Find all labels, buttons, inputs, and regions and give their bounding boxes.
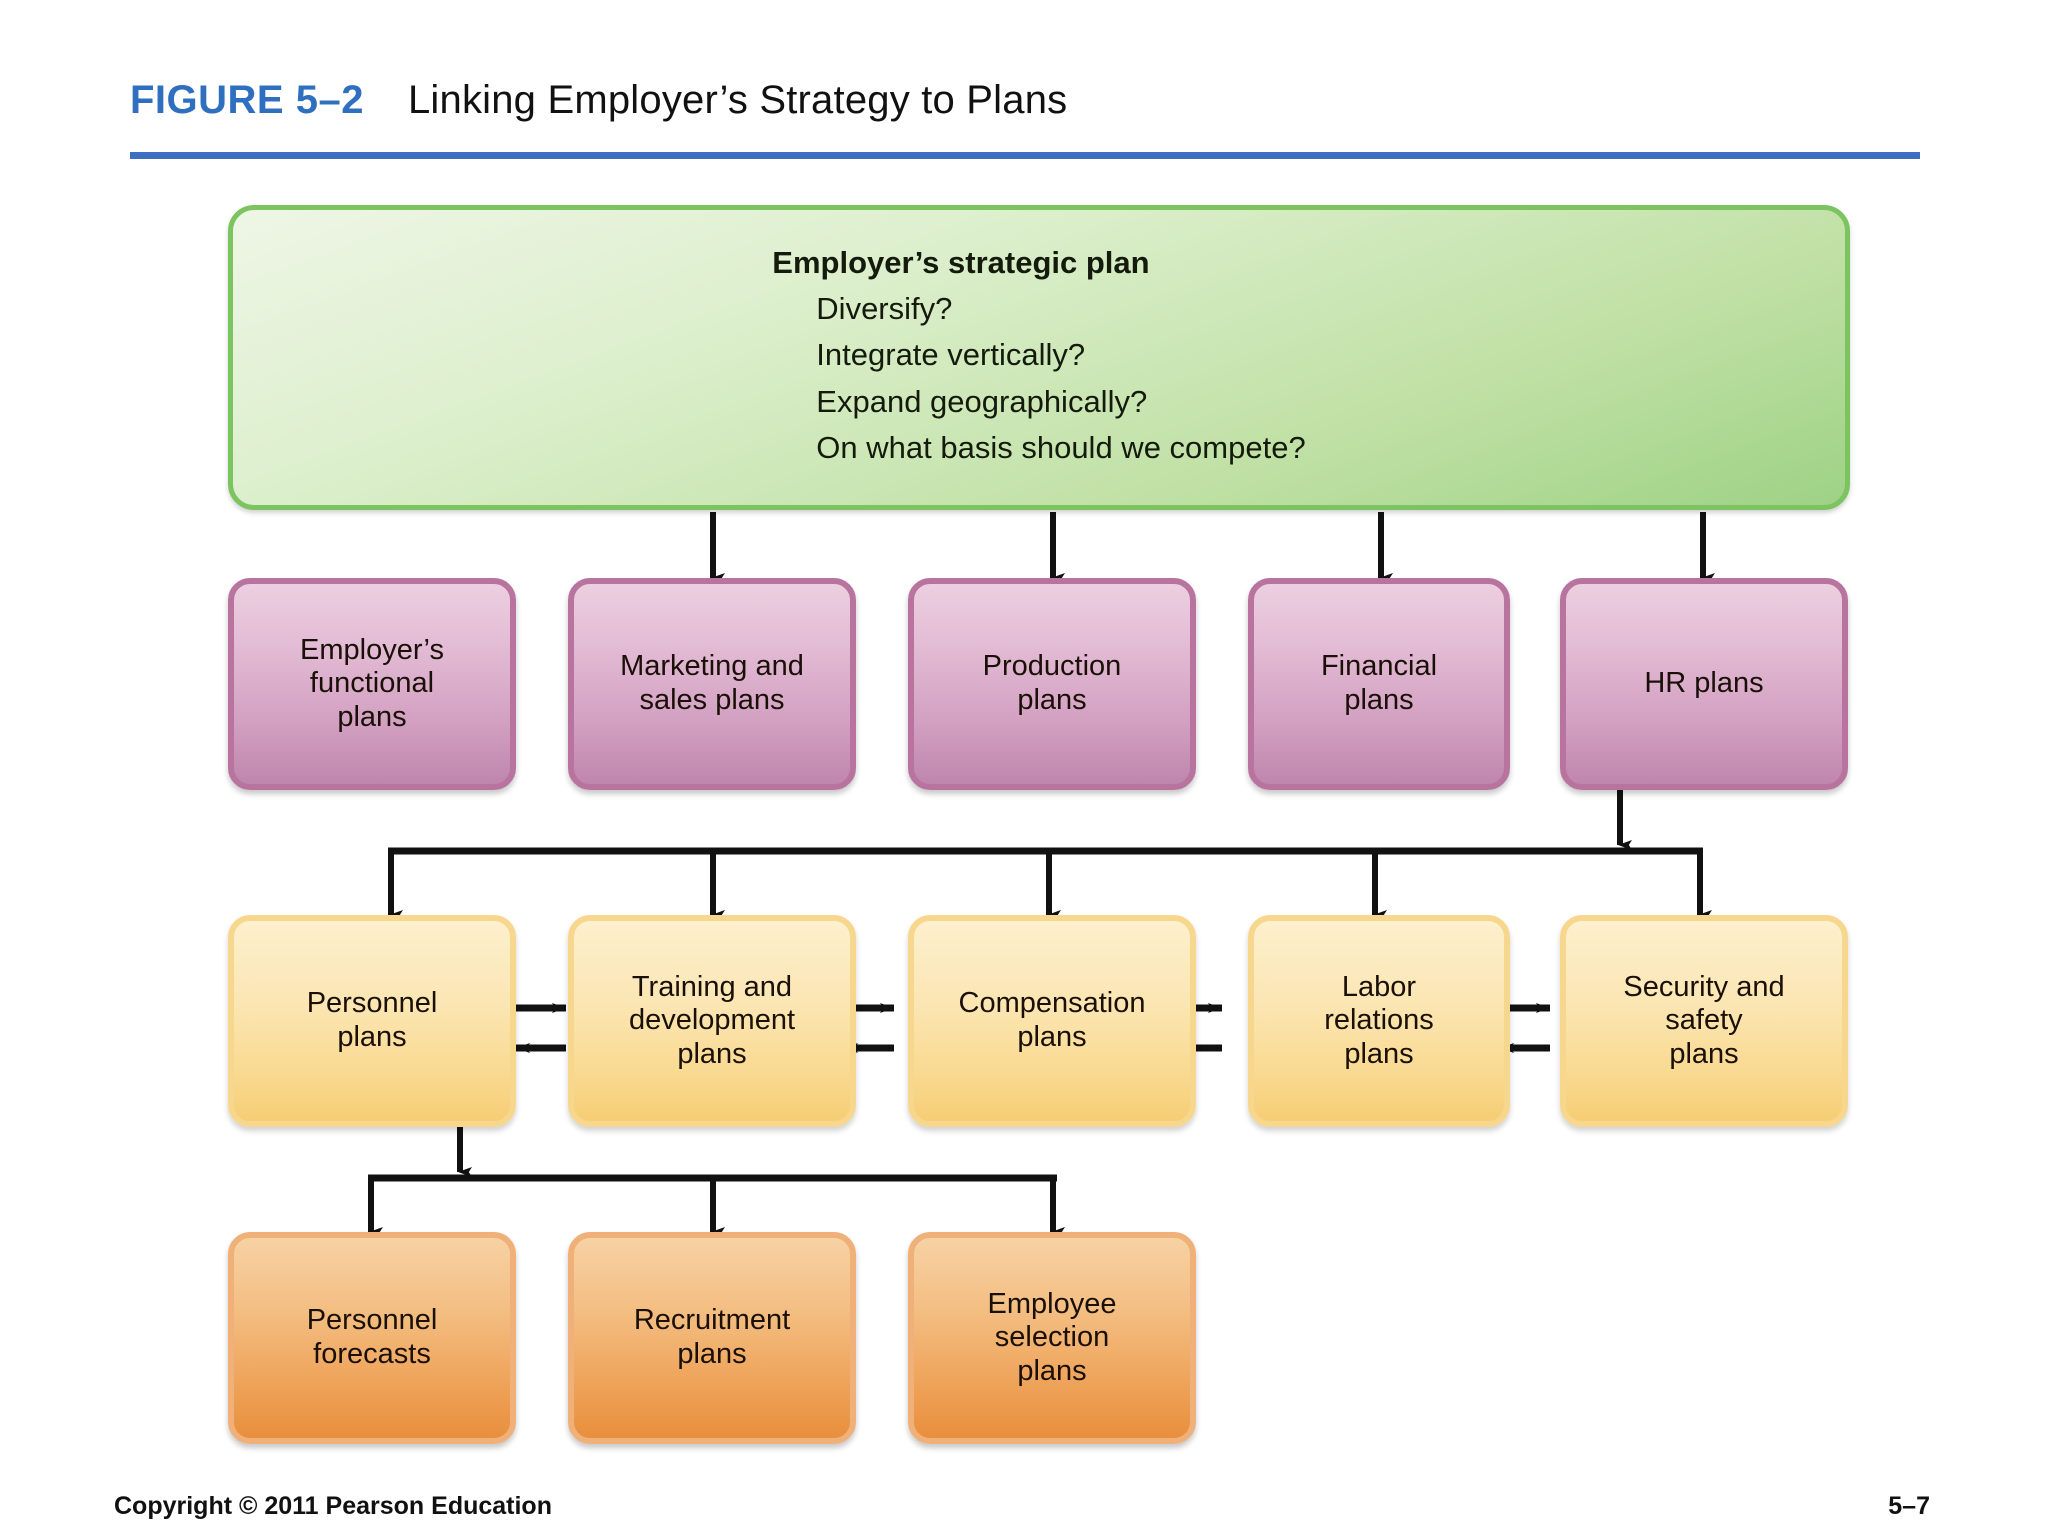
- figure-number: FIGURE 5–2: [130, 78, 364, 122]
- figure-title: Linking Employer’s Strategy to Plans: [407, 78, 1068, 122]
- arrows-hr-to-plans: [388, 790, 1712, 920]
- employer-strategic-plan-box[interactable]: Employer’s strategic plan Diversify? Int…: [228, 205, 1850, 510]
- strategic-question-2: Integrate vertically?: [816, 337, 1086, 373]
- footer-page-number: 5–7: [1888, 1492, 1930, 1520]
- box-hr-plans[interactable]: HR plans: [1560, 578, 1848, 790]
- strategic-question-4: On what basis should we compete?: [816, 429, 1306, 465]
- strategic-question-3: Expand geographically?: [816, 383, 1148, 419]
- arrows-strategy-to-functional: [710, 512, 1715, 583]
- strategic-question-1: Diversify?: [816, 291, 953, 327]
- box-label: HR plans: [1644, 667, 1764, 700]
- arrows-personnel-to-forecasts: [368, 1122, 1065, 1237]
- strategic-plan-heading: Employer’s strategic plan: [772, 245, 1150, 280]
- header-divider-rule: [130, 152, 1920, 159]
- footer-copyright: Copyright © 2011 Pearson Education: [114, 1492, 552, 1520]
- figure-header: FIGURE 5–2 Linking Employer’s Strategy t…: [130, 78, 1920, 123]
